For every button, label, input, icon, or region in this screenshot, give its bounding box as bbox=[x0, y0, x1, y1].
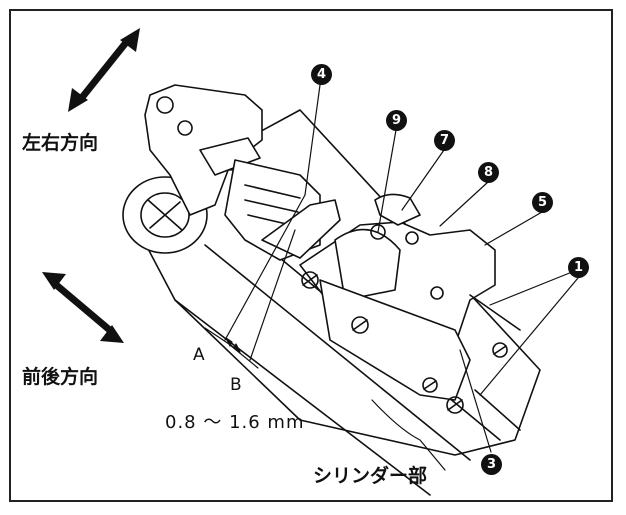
cylinder-label: シリンダー部 bbox=[313, 465, 428, 487]
callout-5: 5 bbox=[532, 192, 553, 213]
callout-7: 7 bbox=[434, 130, 455, 151]
left-right-direction-label: 左右方向 bbox=[22, 132, 99, 154]
callout-8: 8 bbox=[478, 162, 499, 183]
callout-3: 3 bbox=[481, 454, 502, 475]
left-right-arrow-icon bbox=[68, 28, 140, 112]
callout-4: 4 bbox=[311, 64, 332, 85]
callout-9: 9 bbox=[386, 110, 407, 131]
front-back-direction-label: 前後方向 bbox=[22, 366, 99, 388]
callout-1: 1 bbox=[568, 257, 589, 278]
front-back-arrow-icon bbox=[42, 272, 124, 343]
dimension-range-label: 0.8 ～ 1.6 mm bbox=[165, 412, 305, 433]
dimension-a-label: A bbox=[193, 345, 205, 365]
throat-plate bbox=[319, 279, 471, 401]
screw-icon bbox=[301, 271, 508, 414]
dimension-b-label: B bbox=[230, 375, 242, 395]
